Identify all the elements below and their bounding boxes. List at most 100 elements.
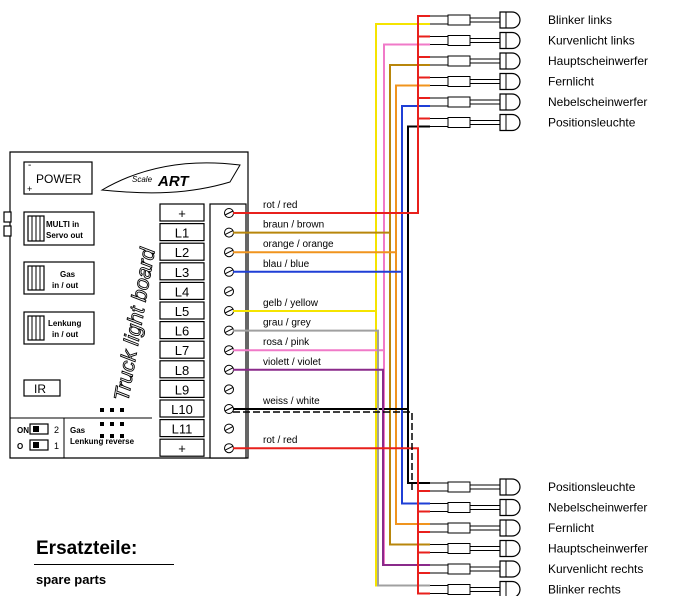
power-label: POWER	[36, 172, 82, 186]
pin-label-2: L2	[175, 245, 189, 260]
lamp-label-bottom-4: Kurvenlicht rechts	[548, 562, 643, 576]
dip-switch[interactable]: ON O 2 1 Gas Lenkung reverse	[10, 417, 152, 458]
lamp-label-top-0: Blinker links	[548, 13, 612, 27]
pin-box-0	[159, 203, 205, 222]
multi-label-2: Servo out	[46, 231, 83, 240]
pin-label-11: L11	[172, 422, 193, 437]
lamp-label-top-5: Positionsleuchte	[548, 116, 636, 130]
pin-box-12	[159, 438, 205, 457]
pin-label-4: L4	[175, 284, 189, 299]
wire-top-2	[233, 84, 430, 254]
screw-terminals	[224, 208, 234, 454]
footer-subtitle: spare parts	[36, 572, 107, 587]
dip-pads	[100, 408, 124, 438]
pin-label-8: L8	[175, 363, 189, 378]
wire-label-4: gelb / yellow	[263, 298, 319, 309]
wire-label-0: rot / red	[263, 200, 297, 211]
wire-top-6	[233, 43, 430, 352]
gas-connector[interactable]: Gas in / out	[23, 261, 95, 295]
pin-label-7: L7	[175, 343, 189, 358]
pin-label-9: L9	[175, 382, 189, 397]
pin-box-3	[159, 262, 205, 281]
wire-top-1	[233, 64, 430, 234]
lenkung-label-1: Lenkung	[48, 319, 81, 328]
wire-violet	[233, 368, 430, 566]
power-switch[interactable]: POWER - +	[23, 160, 93, 195]
pin-label-1: L1	[175, 226, 189, 241]
lamp-label-bottom-1: Nebelscheinwerfer	[548, 501, 647, 515]
gas-label-2: in / out	[52, 281, 79, 290]
svg-text:ART: ART	[157, 173, 190, 190]
pin-label-3: L3	[175, 265, 189, 280]
lamp-bottom-1: Nebelscheinwerfer	[430, 498, 647, 517]
svg-text:Scale: Scale	[132, 175, 153, 184]
lamp-label-top-1: Kurvenlicht links	[548, 34, 635, 48]
wire-label-7: violett / violet	[263, 357, 321, 368]
switch-gas-label: Gas	[70, 426, 86, 435]
pin-box-7	[159, 340, 205, 359]
pin-box-6	[159, 321, 205, 340]
lamp-bottom-4: Kurvenlicht rechts	[430, 560, 643, 578]
sw-num-1: 1	[54, 441, 59, 451]
wire-label-1: braun / brown	[263, 220, 324, 231]
wire-bot-3	[401, 271, 430, 505]
svg-text:-: -	[28, 160, 31, 171]
lenkung-connector[interactable]: Lenkung in / out	[23, 311, 95, 345]
lamp-top-4: Nebelscheinwerfer	[430, 93, 647, 111]
pin-label-12: +	[178, 441, 186, 456]
ir-label: IR	[34, 382, 46, 396]
wire-label-6: rosa / pink	[263, 337, 310, 348]
footer-title-underline	[34, 564, 174, 565]
lamp-label-bottom-2: Fernlicht	[548, 521, 595, 535]
multi-label-1: MULTI in	[46, 220, 79, 229]
wire-red-top	[233, 15, 430, 214]
wire-label-3: blau / blue	[263, 259, 310, 270]
lamp-top-0: Blinker links	[430, 11, 612, 29]
pin-box-2	[159, 242, 205, 261]
footer-title: Ersatzteile:	[36, 538, 138, 559]
lamp-top-1: Kurvenlicht links	[430, 31, 635, 50]
wire-top-3	[233, 105, 430, 273]
pin-label-0: +	[178, 206, 186, 221]
wire-white	[233, 411, 413, 490]
ir-receiver: IR	[23, 379, 61, 397]
wire-label-2: orange / orange	[263, 239, 334, 250]
wire-labels: rot / red braun / brown orange / orange bla…	[262, 200, 334, 446]
lenkung-label-2: in / out	[52, 330, 79, 339]
lamp-label-bottom-0: Positionsleuchte	[548, 480, 636, 494]
light-board: POWER - + Scale ART MULTI in Servo out	[3, 151, 249, 459]
multi-connector[interactable]: MULTI in Servo out	[23, 211, 95, 246]
lamp-label-top-2: Hauptscheinwerfer	[548, 54, 648, 68]
pin-box-10	[159, 399, 205, 418]
pin-box-4	[159, 281, 205, 300]
pin-box-5	[159, 301, 205, 320]
wire-red-bot	[233, 447, 430, 595]
lamp-top-2: Hauptscheinwerfer	[430, 52, 648, 70]
wire-top-4	[233, 23, 430, 312]
svg-text:+: +	[27, 184, 32, 194]
wire-grey	[233, 329, 430, 587]
lamp-top-3: Fernlicht	[430, 72, 595, 91]
svg-text:ON: ON	[17, 426, 29, 435]
lamp-label-bottom-5: Blinker rechts	[548, 583, 621, 596]
lamp-bottom-2: Fernlicht	[430, 519, 595, 537]
lamp-bottom-3: Hauptscheinwerfer	[430, 539, 648, 558]
svg-text:O: O	[17, 442, 23, 451]
lamp-bottom-0: Positionsleuchte	[430, 478, 636, 496]
switch-lenkung-label: Lenkung reverse	[70, 437, 135, 446]
lamp-label-top-4: Nebelscheinwerfer	[548, 95, 647, 109]
scaleart-logo: Scale ART	[100, 162, 241, 194]
lamp-bottom-5: Blinker rechts	[430, 580, 621, 596]
pin-label-10: L10	[171, 402, 193, 417]
gas-label-1: Gas	[60, 270, 76, 279]
lamp-top-5: Positionsleuchte	[430, 113, 636, 132]
pin-label-5: L5	[175, 304, 189, 319]
pin-box-11	[159, 419, 205, 438]
lamp-label-top-3: Fernlicht	[548, 75, 595, 89]
sw-num-2: 2	[54, 425, 59, 435]
wire-bot-1	[389, 232, 430, 546]
pin-box-9	[159, 379, 205, 398]
